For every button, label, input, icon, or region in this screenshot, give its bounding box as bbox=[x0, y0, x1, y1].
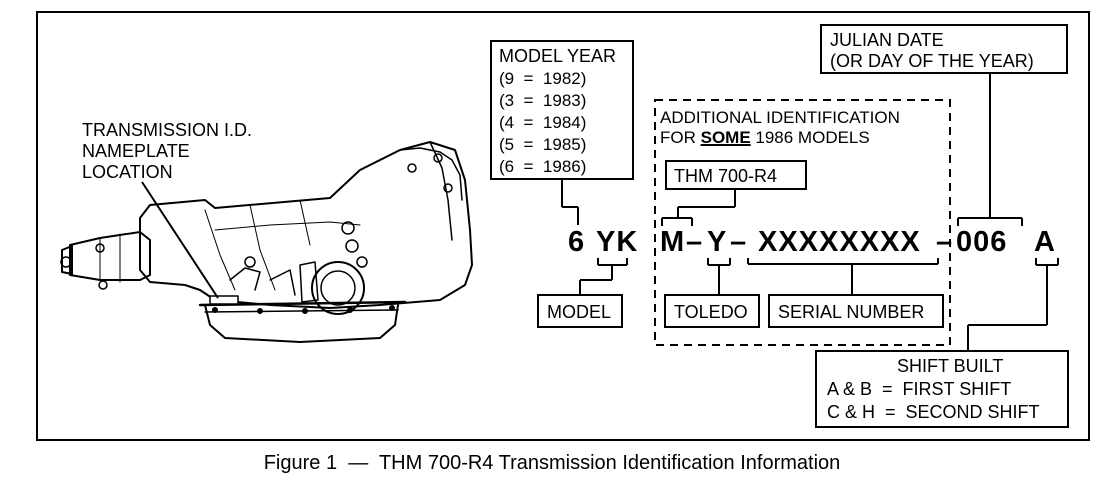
nameplate-leader-line bbox=[141, 181, 219, 299]
figure-border bbox=[36, 11, 1090, 441]
thm-700r4-box: THM 700-R4 bbox=[665, 160, 807, 190]
additional-id-dashed-box bbox=[654, 99, 951, 346]
nameplate-label-line-3: LOCATION bbox=[82, 162, 173, 182]
model-year-connector bbox=[561, 178, 579, 225]
nameplate-label-line-1: TRANSMISSION I.D. bbox=[82, 120, 253, 140]
nameplate-label-line-2: NAMEPLATE bbox=[82, 141, 190, 161]
additional-id-text: ADDITIONAL IDENTIFICATION FOR SOME 1986 … bbox=[660, 108, 900, 148]
serial-number-label: SERIAL NUMBER bbox=[778, 302, 925, 322]
additional-id-emphasis: SOME bbox=[700, 128, 751, 147]
shift-built-line-1: A & B = FIRST SHIFT bbox=[827, 379, 1012, 399]
code-dash: – bbox=[686, 226, 704, 258]
code-model-year: 6 bbox=[568, 226, 586, 258]
model-year-title: MODEL YEAR bbox=[499, 46, 617, 66]
code-shift: A bbox=[1034, 226, 1056, 258]
model-year-item: (5 = 1985) bbox=[499, 135, 587, 154]
model-label: MODEL bbox=[547, 302, 612, 322]
code-toledo: Y bbox=[707, 226, 728, 258]
thm-700r4-label: THM 700-R4 bbox=[674, 166, 778, 186]
shift-connector bbox=[967, 258, 1059, 350]
nameplate-location-label: TRANSMISSION I.D. NAMEPLATE LOCATION bbox=[82, 120, 252, 183]
model-box: MODEL bbox=[537, 294, 623, 328]
serial-number-box: SERIAL NUMBER bbox=[768, 294, 944, 328]
model-year-box: MODEL YEAR (9 = 1982) (3 = 1983) (4 = 19… bbox=[490, 40, 634, 180]
serial-connector bbox=[747, 258, 939, 294]
julian-date-line-1: JULIAN DATE bbox=[830, 30, 944, 50]
code-thm: M bbox=[660, 226, 686, 258]
model-year-item: (9 = 1982) bbox=[499, 69, 587, 88]
toledo-box: TOLEDO bbox=[664, 294, 760, 328]
shift-built-box: SHIFT BUILT A & B = FIRST SHIFT C & H = … bbox=[815, 350, 1069, 428]
additional-id-prefix: FOR bbox=[660, 128, 701, 147]
shift-built-line-2: C & H = SECOND SHIFT bbox=[827, 402, 1040, 422]
model-connector bbox=[579, 258, 628, 294]
code-dash: – bbox=[730, 226, 748, 258]
code-serial: XXXXXXXX bbox=[758, 226, 921, 258]
transmission-illustration bbox=[60, 141, 473, 343]
shift-built-title: SHIFT BUILT bbox=[897, 356, 1004, 376]
figure-caption: Figure 1 — THM 700-R4 Transmission Ident… bbox=[263, 452, 841, 474]
toledo-connector bbox=[707, 258, 731, 294]
code-model: YK bbox=[596, 226, 639, 258]
model-year-item: (4 = 1984) bbox=[499, 113, 587, 132]
julian-date-line-2: (OR DAY OF THE YEAR) bbox=[830, 51, 1034, 71]
toledo-label: TOLEDO bbox=[674, 302, 748, 322]
julian-date-box: JULIAN DATE (OR DAY OF THE YEAR) bbox=[820, 24, 1068, 74]
julian-connector bbox=[957, 73, 1023, 226]
additional-id-line-1: ADDITIONAL IDENTIFICATION bbox=[660, 108, 900, 127]
additional-id-line-2: FOR SOME 1986 MODELS bbox=[660, 128, 900, 148]
additional-id-suffix: 1986 MODELS bbox=[750, 128, 870, 147]
thm-connector bbox=[661, 188, 736, 226]
model-year-item: (6 = 1986) bbox=[499, 157, 587, 176]
code-julian: 006 bbox=[956, 226, 1008, 258]
code-dash: – bbox=[936, 226, 954, 258]
model-year-item: (3 = 1983) bbox=[499, 91, 587, 110]
